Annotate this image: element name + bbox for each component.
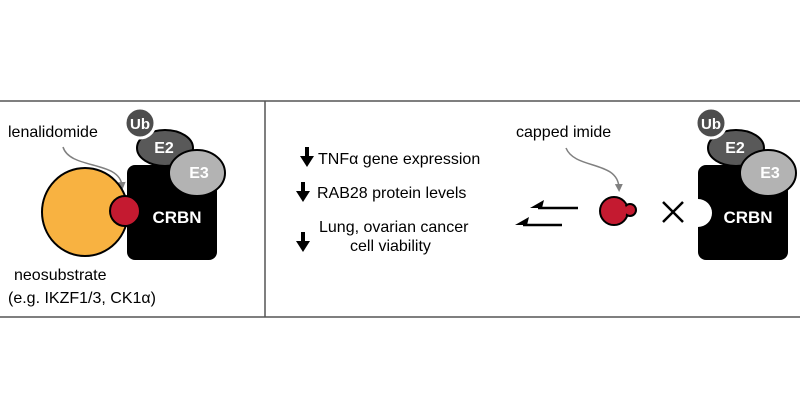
e3-shape-left bbox=[168, 149, 226, 197]
lenalidomide-label: lenalidomide bbox=[8, 124, 98, 141]
ub-shape-right bbox=[694, 106, 728, 140]
effect-2-text: RAB28 protein levels bbox=[317, 185, 466, 202]
equilibrium-arrows-icon bbox=[515, 200, 578, 227]
no-binding-x-icon bbox=[662, 201, 684, 223]
e2-label-right: E2 bbox=[725, 140, 745, 157]
down-arrow-icon bbox=[300, 147, 314, 167]
ub-shape-left bbox=[123, 106, 157, 140]
capped-imide-pointer-arrow bbox=[565, 147, 623, 192]
capped-imide-shape bbox=[599, 196, 637, 226]
crbn-binding-pocket bbox=[684, 199, 712, 227]
e3-label-left: E3 bbox=[189, 165, 209, 182]
effect-3-line2: cell viability bbox=[350, 238, 431, 255]
lenalidomide-shape bbox=[109, 195, 141, 227]
ub-label-right: Ub bbox=[701, 116, 721, 133]
effect-1-text: TNFα gene expression bbox=[318, 151, 480, 168]
effect-3-line1: Lung, ovarian cancer bbox=[319, 219, 469, 236]
crbn-label-right: CRBN bbox=[723, 208, 772, 227]
left-panel: lenalidomide CRBN E2 Ub E3 neosubstrate … bbox=[8, 106, 226, 307]
neosubstrate-label: neosubstrate bbox=[14, 267, 107, 284]
e2-label-left: E2 bbox=[154, 140, 174, 157]
crbn-label-left: CRBN bbox=[152, 208, 201, 227]
capped-imide-label: capped imide bbox=[516, 124, 611, 141]
e3-shape-right bbox=[739, 149, 797, 197]
ub-label-left: Ub bbox=[130, 116, 150, 133]
panel-frame bbox=[0, 100, 800, 318]
down-arrow-icon bbox=[296, 232, 310, 252]
e3-label-right: E3 bbox=[760, 165, 780, 182]
lenalidomide-pointer-arrow bbox=[62, 146, 126, 190]
right-panel: capped imide CRBN E2 Ub E3 bbox=[516, 106, 797, 260]
effects-list: TNFα gene expression RAB28 protein level… bbox=[296, 147, 578, 255]
neosubstrate-examples: (e.g. IKZF1/3, CK1α) bbox=[8, 290, 156, 307]
down-arrow-icon bbox=[296, 182, 310, 202]
